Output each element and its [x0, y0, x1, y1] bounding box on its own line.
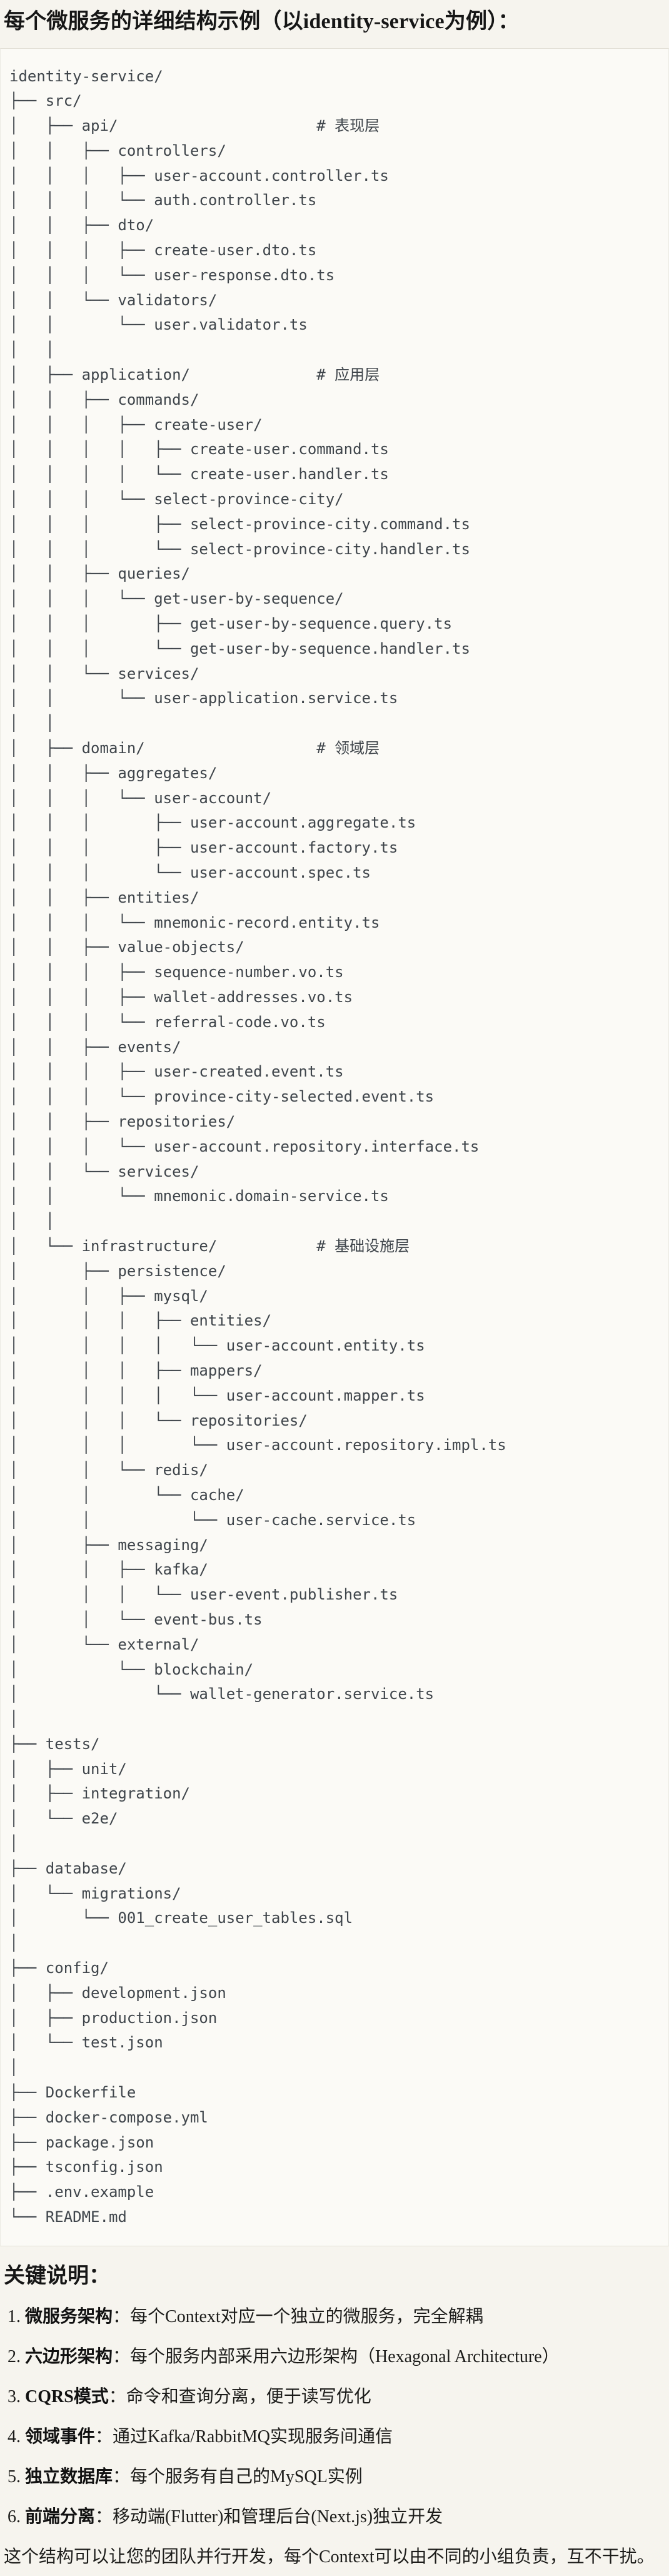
note-item-text: ：每个服务有自己的MySQL实例	[113, 2467, 363, 2487]
note-item-text: ：每个服务内部采用六边形架构（Hexagonal Architecture）	[113, 2346, 560, 2366]
note-list-item: 3.CQRS模式：命令和查询分离，便于读写优化	[8, 2386, 665, 2408]
note-list-item: 2.六边形架构：每个服务内部采用六边形架构（Hexagonal Architec…	[8, 2346, 665, 2368]
note-item-number: 2.	[8, 2346, 21, 2366]
note-item-text: ：每个Context对应一个独立的微服务，完全解耦	[113, 2306, 483, 2326]
note-item-number: 4.	[8, 2426, 21, 2447]
code-block: identity-service/ ├── src/ │ ├── api/ # …	[0, 48, 669, 2246]
note-item-label: CQRS模式	[25, 2386, 109, 2406]
note-item-text: ：命令和查询分离，便于读写优化	[108, 2386, 371, 2406]
note-item-label: 领域事件	[25, 2426, 96, 2447]
note-item-label: 前端分离	[25, 2507, 96, 2527]
note-item-number: 5.	[8, 2467, 21, 2487]
notes-heading: 关键说明：	[4, 2264, 110, 2288]
note-item-label: 微服务架构	[25, 2306, 113, 2326]
directory-tree: identity-service/ ├── src/ │ ├── api/ # …	[9, 67, 506, 2226]
note-item-text: ：移动端(Flutter)和管理后台(Next.js)独立开发	[95, 2507, 443, 2527]
note-list-item: 5.独立数据库：每个服务有自己的MySQL实例	[8, 2466, 665, 2488]
note-list-item: 1.微服务架构：每个Context对应一个独立的微服务，完全解耦	[8, 2306, 665, 2328]
note-item-text: ：通过Kafka/RabbitMQ实现服务间通信	[95, 2426, 393, 2447]
page-title: 每个微服务的详细结构示例（以identity-service为例）：	[4, 10, 520, 33]
note-item-label: 独立数据库	[25, 2467, 113, 2487]
closing-paragraph: 这个结构可以让您的团队并行开发，每个Context可以由不同的小组负责，互不干扰…	[4, 2547, 655, 2567]
note-list-item: 6.前端分离：移动端(Flutter)和管理后台(Next.js)独立开发	[8, 2506, 665, 2528]
note-item-label: 六边形架构	[25, 2346, 113, 2366]
note-item-number: 6.	[8, 2507, 21, 2527]
note-list-item: 4.领域事件：通过Kafka/RabbitMQ实现服务间通信	[8, 2426, 665, 2448]
note-item-number: 3.	[8, 2386, 21, 2406]
note-item-number: 1.	[8, 2306, 21, 2326]
